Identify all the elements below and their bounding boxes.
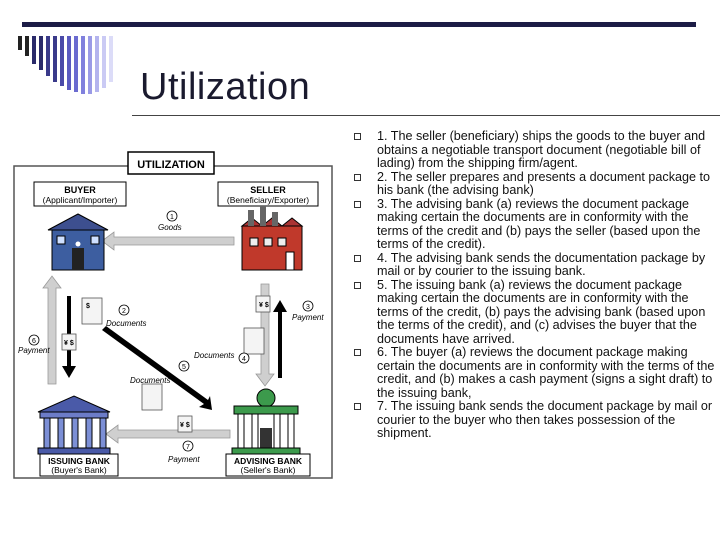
bullet-box-icon [354, 255, 361, 262]
list-item: 2. The seller prepares and presents a do… [354, 171, 720, 198]
issuing-sub: (Buyer's Bank) [51, 465, 107, 475]
slide-title: Utilization [140, 66, 310, 109]
documents-label: Documents [130, 376, 170, 385]
list-item-text: 4. The advising bank sends the documenta… [377, 251, 705, 279]
seller-label: SELLER [250, 185, 286, 195]
svg-text:$: $ [86, 303, 90, 310]
list-item: 6. The buyer (a) reviews the document pa… [354, 346, 720, 400]
payment-label: Payment [292, 313, 324, 322]
list-item-text: 7. The issuing bank sends the document p… [377, 399, 712, 440]
documents-label: Documents [106, 319, 146, 328]
bullet-box-icon [354, 133, 361, 140]
advising-sub: (Seller's Bank) [240, 465, 295, 475]
buyer-label: BUYER [64, 185, 96, 195]
title-underline [132, 115, 720, 116]
step-number: 5 [182, 364, 186, 371]
seller-sub: (Beneficiary/Exporter) [227, 195, 309, 205]
list-item-text: 5. The issuing bank (a) reviews the docu… [377, 278, 705, 346]
bullet-box-icon [354, 174, 361, 181]
bullet-box-icon [354, 349, 361, 356]
payment-label: Payment [18, 346, 50, 355]
list-item-text: 2. The seller prepares and presents a do… [377, 170, 710, 198]
bullet-box-icon [354, 201, 361, 208]
list-item: 3. The advising bank (a) reviews the doc… [354, 198, 720, 252]
bullet-box-icon [354, 403, 361, 410]
document-icon [244, 328, 264, 354]
svg-text:¥ $: ¥ $ [64, 340, 74, 347]
document-icon [82, 298, 102, 324]
documents-label: Documents [194, 351, 234, 360]
step-number: 7 [186, 444, 190, 451]
list-item: 4. The advising bank sends the documenta… [354, 252, 720, 279]
list-item-text: 3. The advising bank (a) reviews the doc… [377, 197, 700, 252]
list-item: 5. The issuing bank (a) reviews the docu… [354, 279, 720, 347]
payment-label: Payment [168, 455, 200, 464]
diagram-heading: UTILIZATION [137, 159, 205, 171]
step-number: 3 [306, 304, 310, 311]
top-rule-bar [22, 22, 696, 27]
step-number: 1 [170, 214, 174, 221]
list-item-text: 1. The seller (beneficiary) ships the go… [377, 129, 705, 170]
steps-list: 1. The seller (beneficiary) ships the go… [354, 130, 720, 441]
step-number: 4 [242, 356, 246, 363]
svg-text:¥ $: ¥ $ [180, 422, 190, 429]
list-item: 7. The issuing bank sends the document p… [354, 400, 720, 441]
list-item-text: 6. The buyer (a) reviews the document pa… [377, 345, 714, 400]
step-number: 6 [32, 338, 36, 345]
goods-label: Goods [158, 223, 182, 232]
svg-text:¥ $: ¥ $ [259, 302, 269, 309]
document-icon [142, 384, 162, 410]
utilization-diagram: UTILIZATION BUYER (Applicant/Importer) S… [10, 148, 336, 482]
buyer-sub: (Applicant/Importer) [43, 195, 118, 205]
list-item: 1. The seller (beneficiary) ships the go… [354, 130, 720, 171]
bullet-box-icon [354, 282, 361, 289]
step-number: 2 [122, 308, 126, 315]
